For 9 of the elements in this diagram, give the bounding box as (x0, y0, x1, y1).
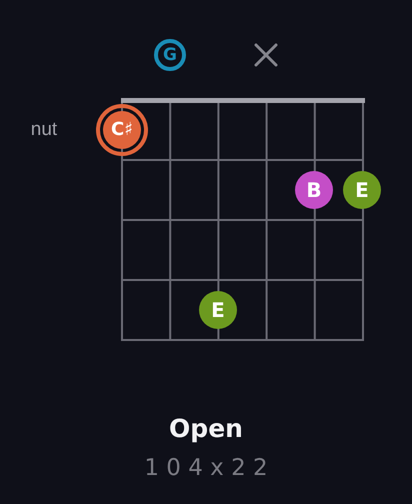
note-dot: E (343, 171, 381, 209)
cross-icon (254, 43, 278, 67)
fingering-caption: 1 0 4 x 2 2 (143, 454, 269, 483)
root-note-dot: C♯ (96, 104, 148, 156)
nut-label: nut (30, 119, 58, 141)
chord-title: Open (168, 413, 244, 445)
open-string-ring: G (154, 39, 186, 71)
note-dot: B (295, 171, 333, 209)
note-dot: E (199, 291, 237, 329)
